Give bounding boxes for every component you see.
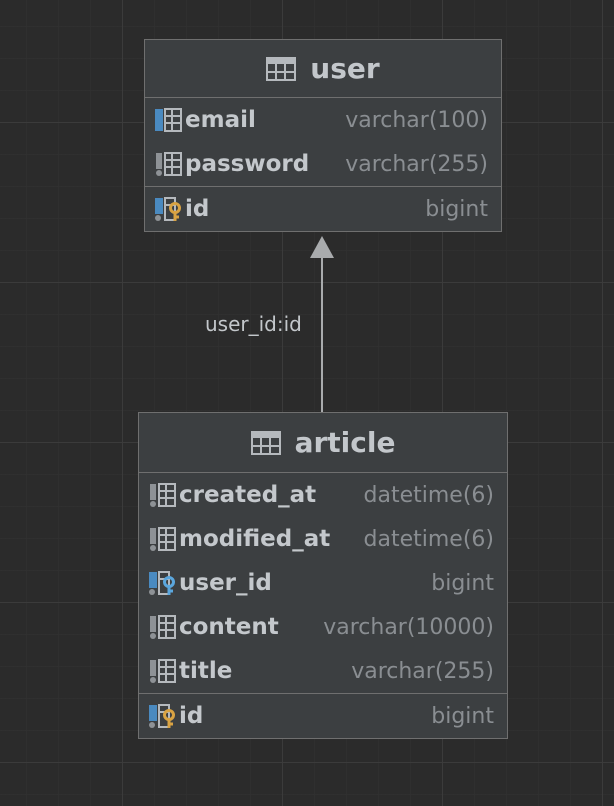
column-type: varchar(255) xyxy=(351,658,494,684)
column-name: user_id xyxy=(179,570,272,596)
column-name: title xyxy=(179,658,233,684)
column-type: datetime(6) xyxy=(363,482,494,508)
column-name: id xyxy=(179,703,204,729)
column-name: created_at xyxy=(179,482,317,508)
column-list: email varchar(100) password varchar(255) xyxy=(145,98,501,187)
column-type: varchar(10000) xyxy=(323,614,494,640)
column-row[interactable]: modified_at datetime(6) xyxy=(139,517,507,561)
primary-key-icon xyxy=(153,195,185,223)
column-row[interactable]: user_id bigint xyxy=(139,561,507,605)
key-row[interactable]: id bigint xyxy=(145,187,501,231)
column-name: password xyxy=(185,151,310,177)
column-name: email xyxy=(185,107,256,133)
key-row[interactable]: id bigint xyxy=(139,694,507,738)
column-row[interactable]: email varchar(100) xyxy=(145,98,501,142)
key-list: id bigint xyxy=(139,694,507,738)
not-null-column-icon xyxy=(147,613,179,641)
column-list: created_at datetime(6) modified_at datet… xyxy=(139,473,507,694)
column-name: content xyxy=(179,614,279,640)
column-name: modified_at xyxy=(179,526,331,552)
column-type: varchar(255) xyxy=(345,151,488,177)
not-null-column-icon xyxy=(147,525,179,553)
column-name: id xyxy=(185,196,210,222)
column-icon xyxy=(153,106,185,134)
table-icon xyxy=(250,430,281,455)
not-null-column-icon xyxy=(153,150,185,178)
table-user[interactable]: user email varchar(100) password varchar… xyxy=(144,39,502,232)
not-null-column-icon xyxy=(147,481,179,509)
column-row[interactable]: content varchar(10000) xyxy=(139,605,507,649)
key-list: id bigint xyxy=(145,187,501,231)
column-type: bigint xyxy=(425,196,488,222)
table-title: user xyxy=(310,52,380,85)
column-type: varchar(100) xyxy=(345,107,488,133)
primary-key-icon xyxy=(147,702,179,730)
table-title: article xyxy=(294,426,396,459)
table-header: user xyxy=(145,40,501,98)
table-icon xyxy=(266,56,297,81)
table-article[interactable]: article created_at datetime(6) modified_… xyxy=(138,412,508,739)
not-null-column-icon xyxy=(147,657,179,685)
column-type: bigint xyxy=(431,570,494,596)
relation-arrowhead xyxy=(310,236,334,258)
column-row[interactable]: password varchar(255) xyxy=(145,142,501,186)
column-row[interactable]: created_at datetime(6) xyxy=(139,473,507,517)
column-type: bigint xyxy=(431,703,494,729)
foreign-key-icon xyxy=(147,569,179,597)
column-type: datetime(6) xyxy=(363,526,494,552)
table-header: article xyxy=(139,413,507,473)
column-row[interactable]: title varchar(255) xyxy=(139,649,507,693)
relation-label: user_id:id xyxy=(205,312,302,336)
